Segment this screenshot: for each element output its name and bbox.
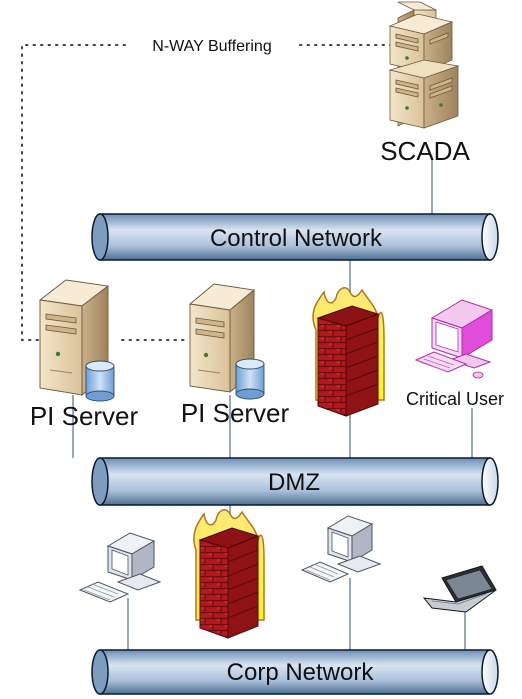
n-way-buffering-link — [21, 44, 396, 341]
database-icon — [235, 358, 265, 400]
desktop-pc-icon — [300, 515, 382, 583]
desktop-pc-icon — [78, 532, 162, 603]
firewall-icon — [193, 509, 265, 639]
pi-server-label-2: PI Server — [181, 398, 290, 428]
dmz-label: DMZ — [268, 469, 320, 496]
scada-server-icon — [388, 1, 460, 129]
firewall-icon — [312, 287, 385, 417]
critical-user-pc-icon — [414, 299, 494, 379]
corp-network-label: Corp Network — [227, 659, 375, 686]
corp-network-pipe — [91, 649, 499, 695]
scada-label: SCADA — [380, 136, 470, 166]
n-way-buffering-label: N-WAY Buffering — [152, 38, 271, 55]
control-network-pipe — [91, 213, 499, 261]
critical-user-label: Critical User — [406, 389, 504, 409]
dmz-pipe — [91, 457, 499, 506]
connection-lines — [72, 160, 473, 650]
laptop-icon — [422, 565, 497, 613]
database-icon — [85, 360, 115, 402]
control-network-label: Control Network — [210, 225, 383, 252]
pi-server-label-1: PI Server — [30, 401, 139, 431]
